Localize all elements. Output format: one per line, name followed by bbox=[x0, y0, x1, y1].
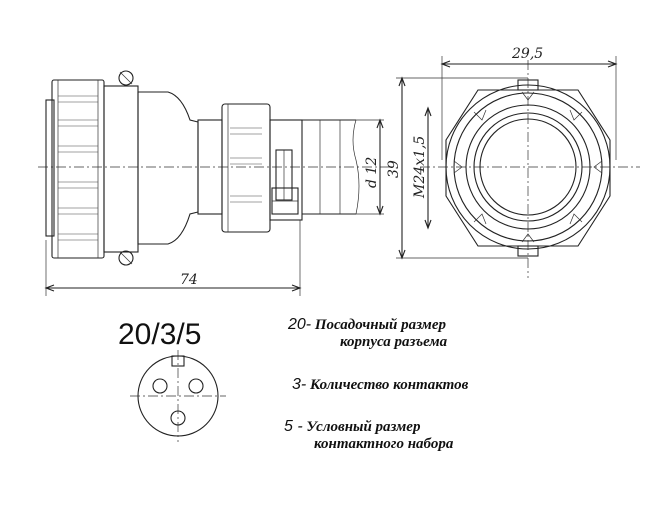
thread-label: M24x1,5 bbox=[412, 136, 428, 199]
legend-text: Посадочный размер bbox=[314, 317, 446, 333]
connector-code: 20/3/5 bbox=[118, 318, 202, 351]
connector-side-view: d 12 74 bbox=[38, 70, 390, 296]
legend-item-contact-count: 3- Количество контактов bbox=[292, 376, 468, 394]
contact-layout-diagram bbox=[130, 350, 226, 442]
legend-number: 20- bbox=[288, 316, 312, 333]
legend-number: 3- bbox=[292, 376, 307, 393]
legend-text: Количество контактов bbox=[309, 377, 469, 393]
cable-diameter-label: d 12 bbox=[364, 157, 380, 188]
outer-diameter-label: 29,5 bbox=[511, 46, 543, 62]
legend-text: Условный размер bbox=[306, 419, 421, 435]
legend-number: 5 - bbox=[284, 418, 303, 435]
connector-front-view: 29,5 39 M24x1,5 bbox=[386, 46, 640, 278]
legend-item-housing-size: 20- Посадочный размер корпуса разъема bbox=[288, 316, 447, 351]
overall-length-label: 74 bbox=[180, 272, 198, 288]
legend-item-contact-set-size: 5 - Условный размер контактного набора bbox=[284, 418, 453, 453]
legend-text-line2: корпуса разъема bbox=[340, 334, 448, 350]
height-label: 39 bbox=[386, 160, 402, 178]
legend-text-line2: контактного набора bbox=[314, 436, 454, 452]
